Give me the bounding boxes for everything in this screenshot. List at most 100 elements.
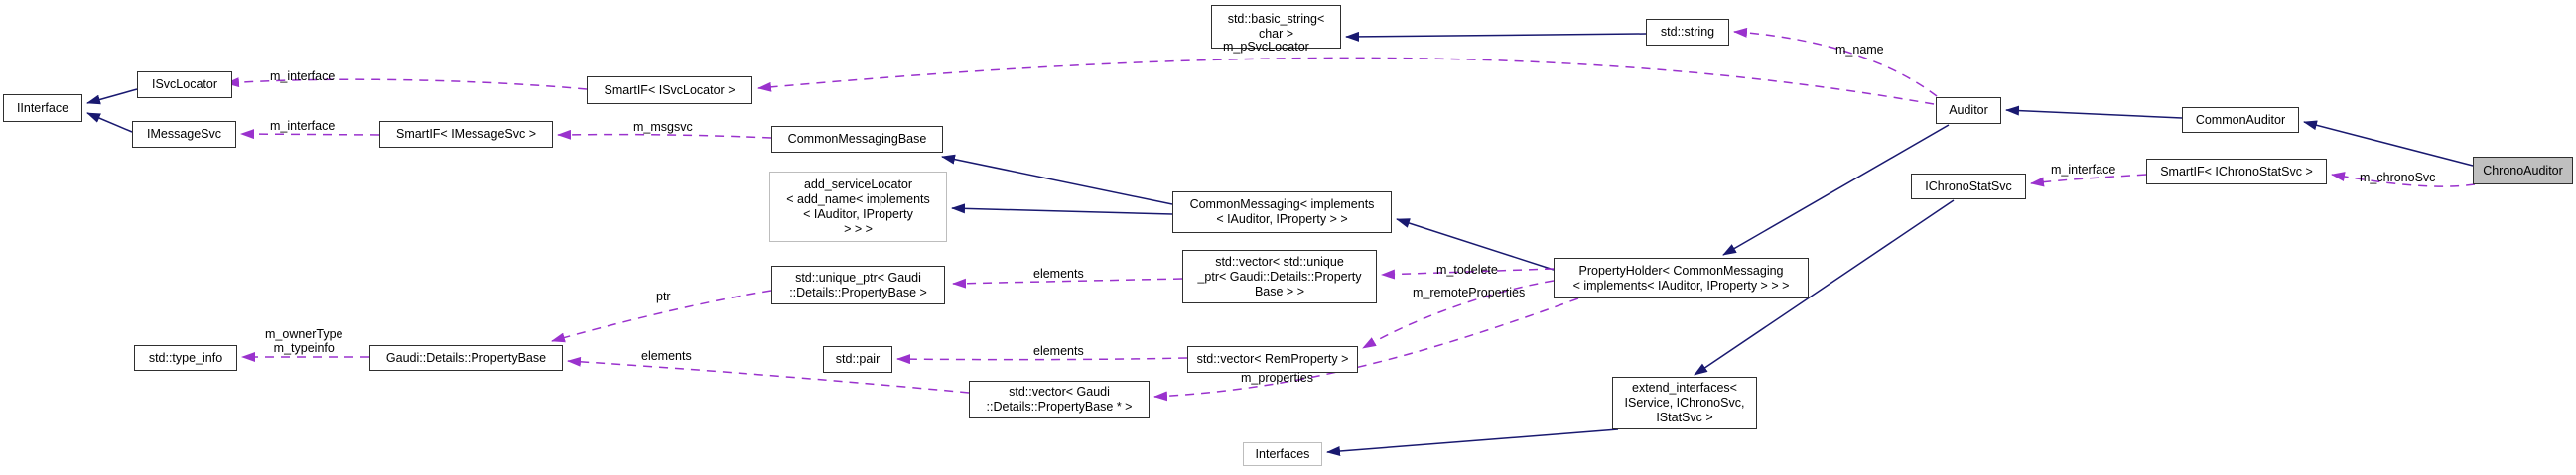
node-commonmessagingbase[interactable]: CommonMessagingBase: [771, 126, 943, 153]
node-ichronostatsvc[interactable]: IChronoStatSvc: [1911, 174, 2026, 199]
edge-vector-propertybase-elements: [567, 356, 970, 394]
edge-smartif-imessagesvc-m-interface: [240, 129, 380, 140]
edge-commonmessaging-to-commonmessagingbase: [941, 154, 1173, 205]
edge-vector-uniqueptr-elements: [952, 278, 1183, 289]
node-std-string[interactable]: std::string: [1646, 19, 1729, 46]
edge-propertyholder-m-todelete: [1381, 268, 1555, 280]
node-label-line: std::vector< std::unique: [1215, 254, 1344, 269]
node-label-line: std::string: [1660, 25, 1715, 39]
edge-label-auditor-m-psvclocator: m_pSvcLocator: [1223, 40, 1309, 54]
edge-label-smartif-ichronostatsvc-m-interface: m_interface: [2051, 163, 2116, 177]
edge-auditor-m-name: [1733, 27, 1938, 97]
node-label-line: SmartIF< ISvcLocator >: [604, 82, 736, 97]
edge-auditor-to-propertyholder: [1722, 124, 1950, 256]
edge-isvclocator-to-iinterface: [86, 88, 138, 105]
edge-label-smartif-isvclocator-m-interface: m_interface: [270, 69, 336, 83]
edge-label-uniqueptr-ptr: ptr: [656, 290, 671, 303]
edge-extend-interfaces-to-interfaces: [1326, 428, 1619, 456]
node-label-line: Base > >: [1254, 284, 1305, 298]
node-label-line: < add_name< implements: [786, 191, 930, 206]
node-std-pair[interactable]: std::pair: [823, 346, 892, 373]
edge-uniqueptr-ptr: [551, 290, 772, 343]
node-label-line: std::vector< RemProperty >: [1196, 352, 1349, 366]
edge-label-line: m_ownerType: [265, 327, 343, 341]
edge-smartif-isvclocator-m-interface: [225, 77, 588, 90]
edge-propertyholder-m-remoteproperties: [1362, 280, 1555, 349]
node-label-line: > > >: [844, 221, 873, 236]
node-label-line: std::basic_string<: [1227, 12, 1325, 26]
node-label-line: ::Details::PropertyBase >: [789, 285, 927, 299]
node-smartif-isvclocator[interactable]: SmartIF< ISvcLocator >: [587, 76, 752, 104]
node-smartif-ichronostatsvc[interactable]: SmartIF< IChronoStatSvc >: [2146, 159, 2327, 184]
node-label-line: std::type_info: [148, 350, 223, 365]
node-std-vector-propertybase-ptr[interactable]: std::vector< Gaudi::Details::PropertyBas…: [969, 381, 1150, 418]
node-label-line: CommonMessaging< implements: [1189, 197, 1375, 211]
edge-label-propertyholder-m-properties: m_properties: [1241, 371, 1313, 385]
edge-label-vector-propertybase-elements: elements: [641, 349, 692, 363]
node-label-line: SmartIF< IChronoStatSvc >: [2160, 164, 2313, 178]
node-label-line: char >: [1258, 27, 1294, 41]
edge-label-propertyholder-m-todelete: m_todelete: [1436, 263, 1498, 277]
node-std-type-info[interactable]: std::type_info: [134, 345, 237, 371]
node-auditor[interactable]: Auditor: [1936, 97, 2001, 124]
node-commonauditor[interactable]: CommonAuditor: [2182, 107, 2299, 133]
node-label-line: < IAuditor, IProperty: [803, 206, 913, 221]
node-label-line: std::pair: [835, 352, 881, 366]
node-label-line: ISvcLocator: [151, 77, 217, 91]
node-label-line: ChronoAuditor: [2483, 163, 2563, 178]
node-gaudi-details-propertybase[interactable]: Gaudi::Details::PropertyBase: [369, 345, 563, 371]
node-propertyholder[interactable]: PropertyHolder< CommonMessaging< impleme…: [1554, 258, 1809, 298]
node-std-unique-ptr-propertybase[interactable]: std::unique_ptr< Gaudi::Details::Propert…: [771, 266, 945, 304]
node-label-line: std::unique_ptr< Gaudi: [795, 270, 921, 285]
node-label-line: < IAuditor, IProperty > >: [1216, 212, 1348, 226]
node-label-line: Gaudi::Details::PropertyBase: [385, 350, 547, 365]
node-imessagesvc[interactable]: IMessageSvc: [132, 121, 236, 148]
node-add-servicelocator: add_serviceLocator< add_name< implements…: [769, 172, 947, 242]
edge-label-auditor-m-name: m_name: [1835, 43, 1884, 57]
node-smartif-imessagesvc[interactable]: SmartIF< IMessageSvc >: [379, 121, 553, 148]
node-commonmessaging[interactable]: CommonMessaging< implements< IAuditor, I…: [1172, 191, 1392, 233]
edge-chronoauditor-m-chronosvc: [2331, 172, 2476, 187]
edge-auditor-m-psvclocator: [757, 57, 1935, 105]
node-label-line: IService, IChronoSvc,: [1624, 396, 1745, 410]
node-label-line: < implements< IAuditor, IProperty > > >: [1572, 278, 1790, 293]
node-chronoauditor: ChronoAuditor: [2473, 157, 2573, 184]
node-label-line: ::Details::PropertyBase * >: [986, 400, 1133, 414]
node-label-line: SmartIF< IMessageSvc >: [395, 127, 537, 141]
node-label-line: extend_interfaces<: [1632, 381, 1737, 395]
node-label-line: PropertyHolder< CommonMessaging: [1578, 263, 1784, 278]
edge-commonauditor-to-auditor: [2005, 105, 2183, 119]
node-label-line: _ptr< Gaudi::Details::Property: [1197, 269, 1362, 284]
node-label-line: IChronoStatSvc: [1925, 178, 2012, 193]
edge-chronoauditor-to-commonauditor: [2303, 120, 2474, 167]
edge-label-smartif-imessagesvc-m-interface: m_interface: [270, 119, 336, 133]
node-iinterface[interactable]: IInterface: [3, 94, 82, 122]
node-std-basic-string[interactable]: std::basic_string<char >: [1211, 5, 1341, 49]
node-label-line: IMessageSvc: [146, 127, 222, 141]
node-interfaces: Interfaces: [1243, 442, 1322, 466]
edge-string-to-basic-string: [1345, 31, 1647, 42]
node-label-line: add_serviceLocator: [803, 177, 913, 191]
edge-label-commonmessagingbase-m-msgsvc: m_msgsvc: [633, 120, 693, 134]
edge-label-vector-remproperty-elements: elements: [1033, 344, 1084, 358]
node-label-line: CommonAuditor: [2195, 112, 2286, 127]
edge-label-line: m_typeinfo: [273, 341, 335, 355]
edge-commonmessaging-to-add-servicelocator: [951, 203, 1173, 215]
node-label-line: CommonMessagingBase: [787, 132, 927, 146]
node-label-line: Auditor: [1949, 103, 1988, 117]
node-label-line: IInterface: [16, 100, 69, 115]
node-std-vector-remproperty[interactable]: std::vector< RemProperty >: [1187, 346, 1358, 373]
edge-label-vector-uniqueptr-elements: elements: [1033, 267, 1084, 281]
edge-ichronostatsvc-to-extend-interfaces: [1694, 199, 1955, 376]
node-label-line: IStatSvc >: [1656, 411, 1713, 424]
node-label-line: Interfaces: [1255, 446, 1310, 461]
node-label-line: std::vector< Gaudi: [1009, 385, 1110, 399]
node-std-vector-unique-ptr-propertybase[interactable]: std::vector< std::unique_ptr< Gaudi::Det…: [1182, 250, 1377, 303]
node-isvclocator[interactable]: ISvcLocator: [137, 71, 232, 98]
node-extend-interfaces[interactable]: extend_interfaces<IService, IChronoSvc,I…: [1612, 377, 1757, 429]
edge-label-chronoauditor-m-chronosvc: m_chronoSvc: [2360, 171, 2436, 184]
edge-imessagesvc-to-iinterface: [86, 112, 133, 133]
